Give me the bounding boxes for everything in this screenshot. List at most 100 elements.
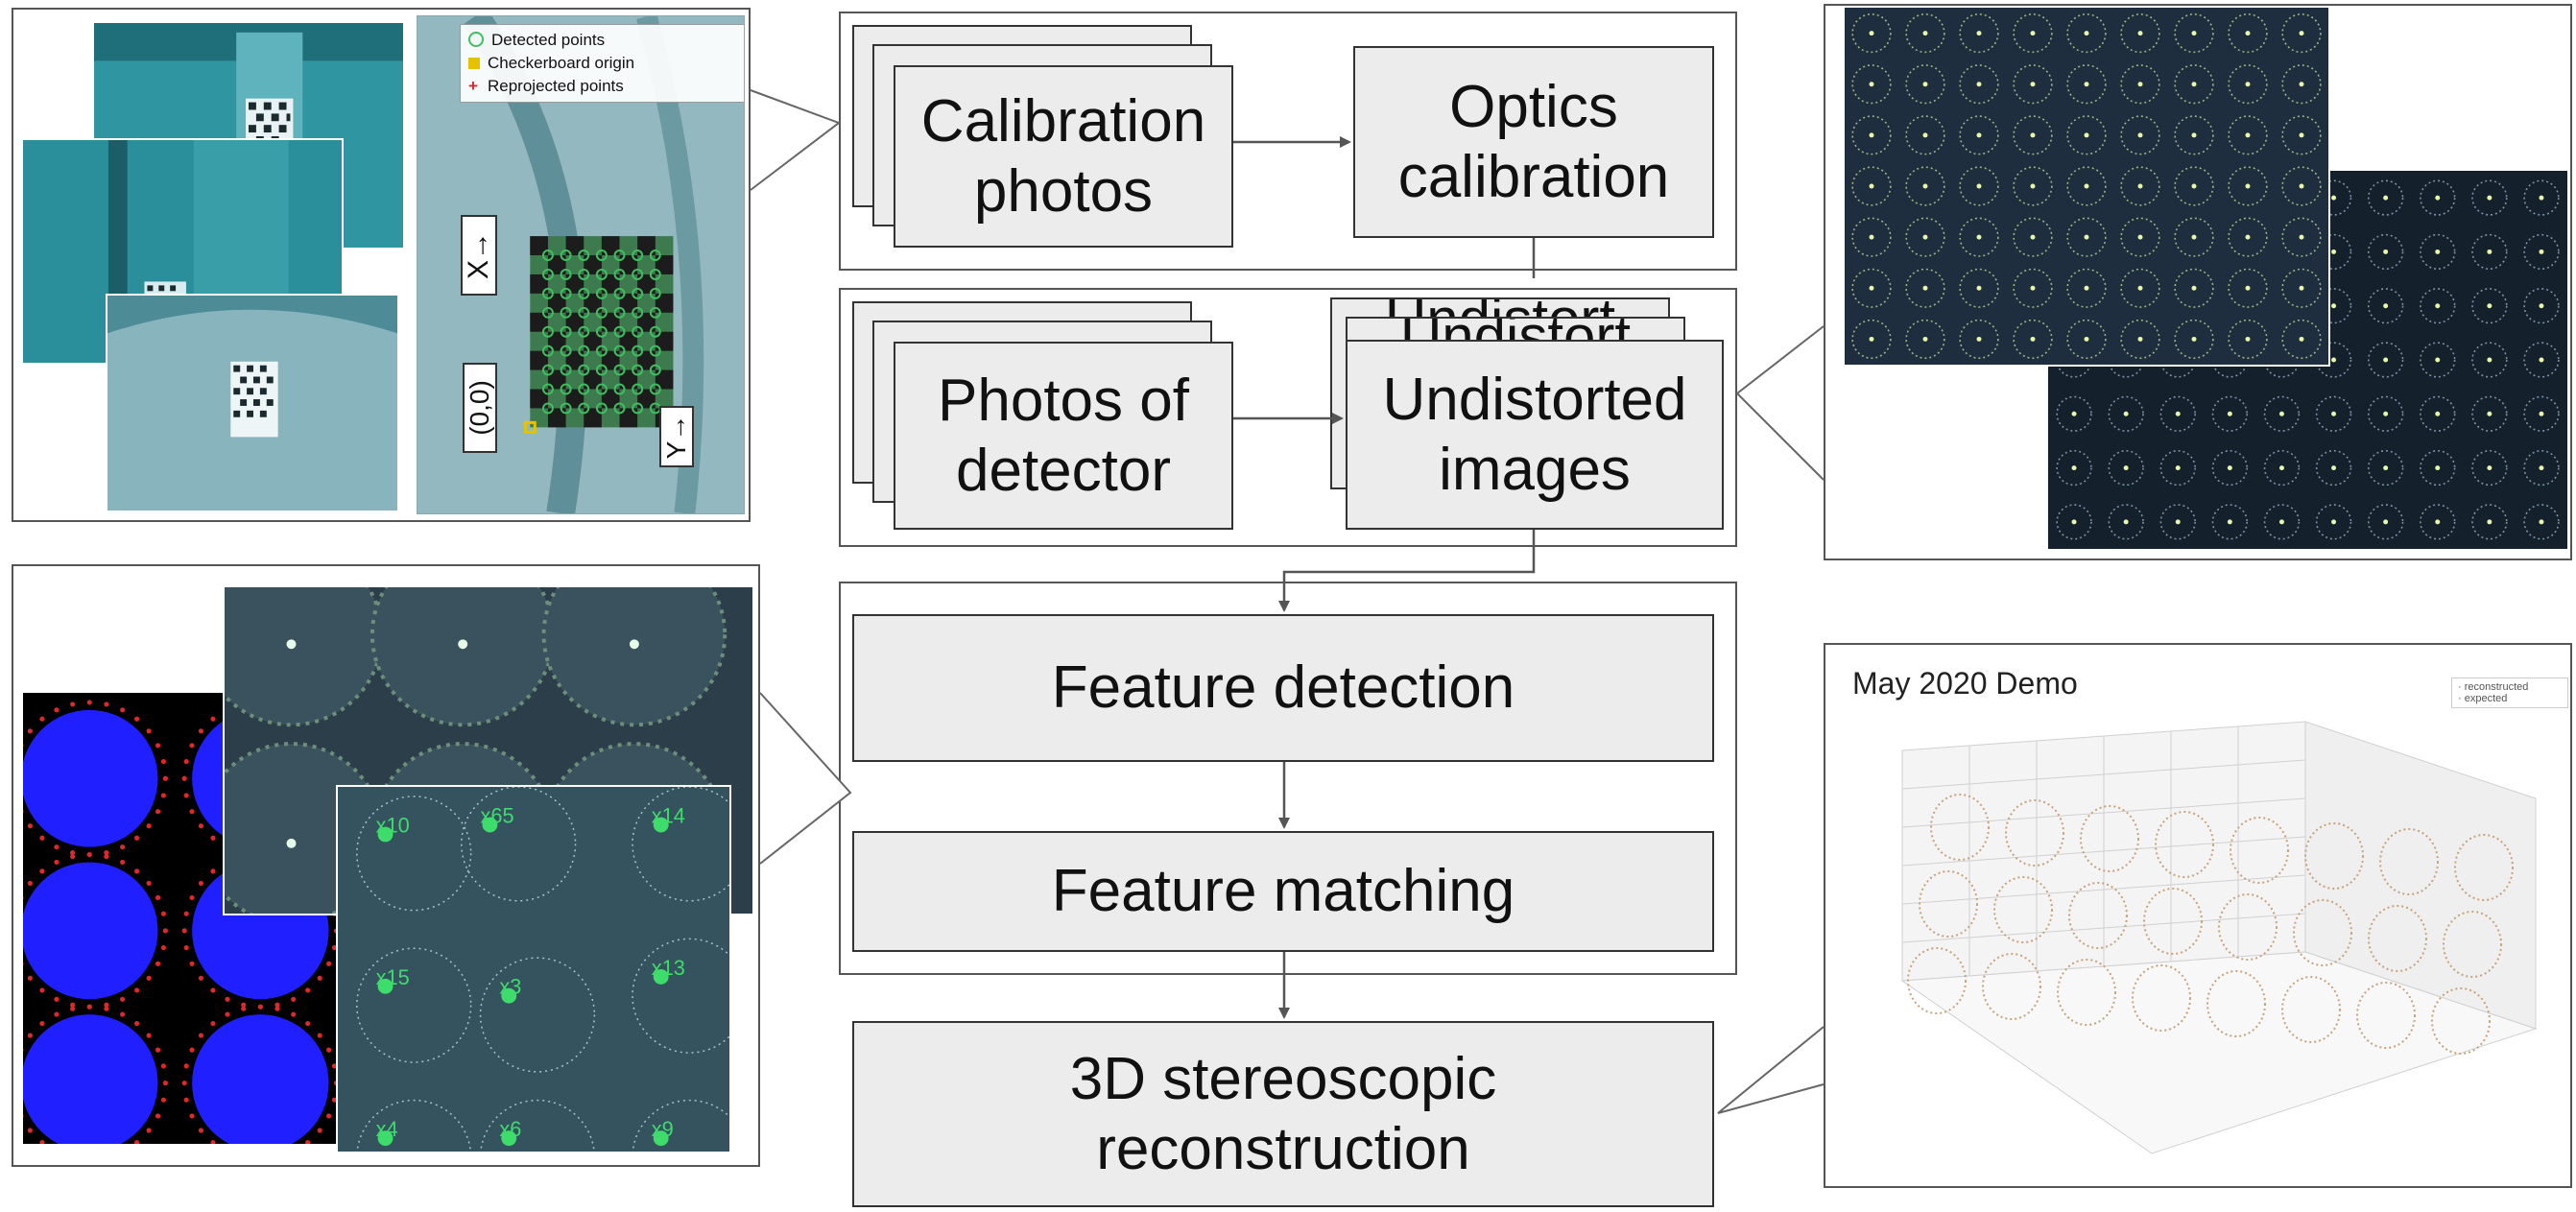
detected-point-marker [541, 345, 554, 357]
edge-point [326, 961, 332, 966]
detected-point-marker [649, 268, 661, 280]
checker-square [637, 389, 656, 409]
optics-calibration-label: Optics calibration [1397, 73, 1670, 210]
sensor-center [2084, 82, 2089, 87]
detected-point-marker [613, 325, 626, 338]
calibration-photo-3-art [107, 296, 397, 511]
edge-point [27, 1033, 33, 1038]
sensor-ring [2281, 166, 2322, 206]
edge-point [104, 849, 109, 856]
sensor-center [2123, 411, 2129, 416]
sensor-ring [2471, 179, 2508, 216]
edge-point [189, 961, 195, 966]
detected-point-marker [560, 268, 572, 280]
sensor-center [2137, 234, 2143, 240]
detected-point-marker [595, 383, 608, 395]
reconstructed-ring [1993, 876, 2053, 943]
legend-checkerboard-origin: Checkerboard origin [468, 52, 743, 75]
sensor-ring [1959, 217, 1999, 257]
checker-square [530, 312, 548, 332]
sensor-ring [1851, 217, 1892, 257]
origin-marker [523, 420, 537, 434]
detected-point-marker [613, 306, 626, 319]
edge-point [23, 744, 24, 748]
sensor-center [1869, 336, 1874, 342]
edge-point [70, 849, 76, 856]
edge-point [155, 809, 161, 815]
edge-point [291, 1011, 297, 1017]
callout-reconstruction [1717, 1026, 1825, 1114]
detected-point-marker [578, 325, 590, 338]
sensor-center [2084, 132, 2089, 138]
sensor-center [2191, 183, 2197, 189]
matched-feature-label: x4 [376, 1117, 398, 1141]
detected-point-marker [578, 268, 590, 280]
matched-feature-dot [377, 1130, 394, 1147]
sensor-center [2191, 234, 2197, 240]
detected-point-marker [541, 402, 554, 415]
edge-point [120, 707, 126, 713]
sensor-ring [2315, 504, 2352, 540]
edge-point [331, 944, 338, 951]
edge-point [189, 1047, 195, 1053]
edge-point [39, 987, 45, 993]
sensor-center [2299, 82, 2304, 87]
sensor-center [2245, 82, 2251, 87]
edge-point [120, 996, 126, 1002]
callout-calibration [750, 89, 842, 191]
edge-point [54, 996, 60, 1002]
sensor-ring [2523, 504, 2560, 540]
sensor-center [2487, 465, 2493, 471]
edge-point [210, 868, 216, 874]
edge-point [54, 859, 60, 865]
sensor-ring [2471, 504, 2508, 540]
sensor-center [2299, 31, 2304, 36]
sensor-ring [1905, 12, 1945, 54]
pmt-ring [480, 1099, 595, 1152]
blob-detection-image [21, 691, 378, 1146]
sensor-ring [2367, 179, 2404, 216]
edge-point [181, 775, 187, 781]
sensor-center [1976, 183, 1982, 189]
feature-detection-box: Feature detection [852, 614, 1714, 762]
detected-point-marker [560, 287, 572, 299]
checker-square [565, 273, 584, 294]
edge-point [104, 853, 109, 860]
detected-point-marker [613, 345, 626, 357]
checker-square [601, 236, 620, 256]
sensor-ring [1905, 115, 1945, 155]
edge-point [241, 1002, 247, 1008]
sensor-center [2137, 336, 2143, 342]
edge-point [225, 996, 230, 1002]
sensor-center [2383, 465, 2389, 471]
edge-point [305, 1139, 311, 1144]
edge-point [27, 975, 33, 981]
sensor-ring [2013, 217, 2053, 257]
checker-square [637, 273, 656, 294]
sensor-ring [2120, 64, 2160, 105]
edge-point [198, 880, 204, 887]
edge-point [39, 1139, 45, 1144]
edge-point [305, 987, 311, 993]
edge-point [23, 1048, 24, 1052]
detected-point-marker [578, 402, 590, 415]
edge-point [146, 1128, 152, 1133]
checker-square [655, 369, 674, 390]
sensor-ring [2367, 449, 2404, 487]
optics-calibration-box: Optics calibration [1353, 46, 1714, 238]
sensor-center [2030, 285, 2036, 291]
edge-point [291, 996, 297, 1002]
sensor-ring [2159, 449, 2196, 487]
sensor-center [2123, 465, 2129, 471]
sensor-ring [1959, 268, 1999, 308]
sensor-ring [2013, 166, 2053, 206]
sensor-ring [2228, 115, 2268, 155]
sensor-center [2245, 336, 2251, 342]
detected-point-marker [578, 287, 590, 299]
reconstructed-ring [2068, 882, 2128, 949]
edge-point [160, 1097, 166, 1103]
checker-square [601, 350, 620, 370]
edge-point [70, 853, 76, 860]
sensor-ring [2228, 12, 2268, 54]
edge-point [331, 1097, 338, 1103]
